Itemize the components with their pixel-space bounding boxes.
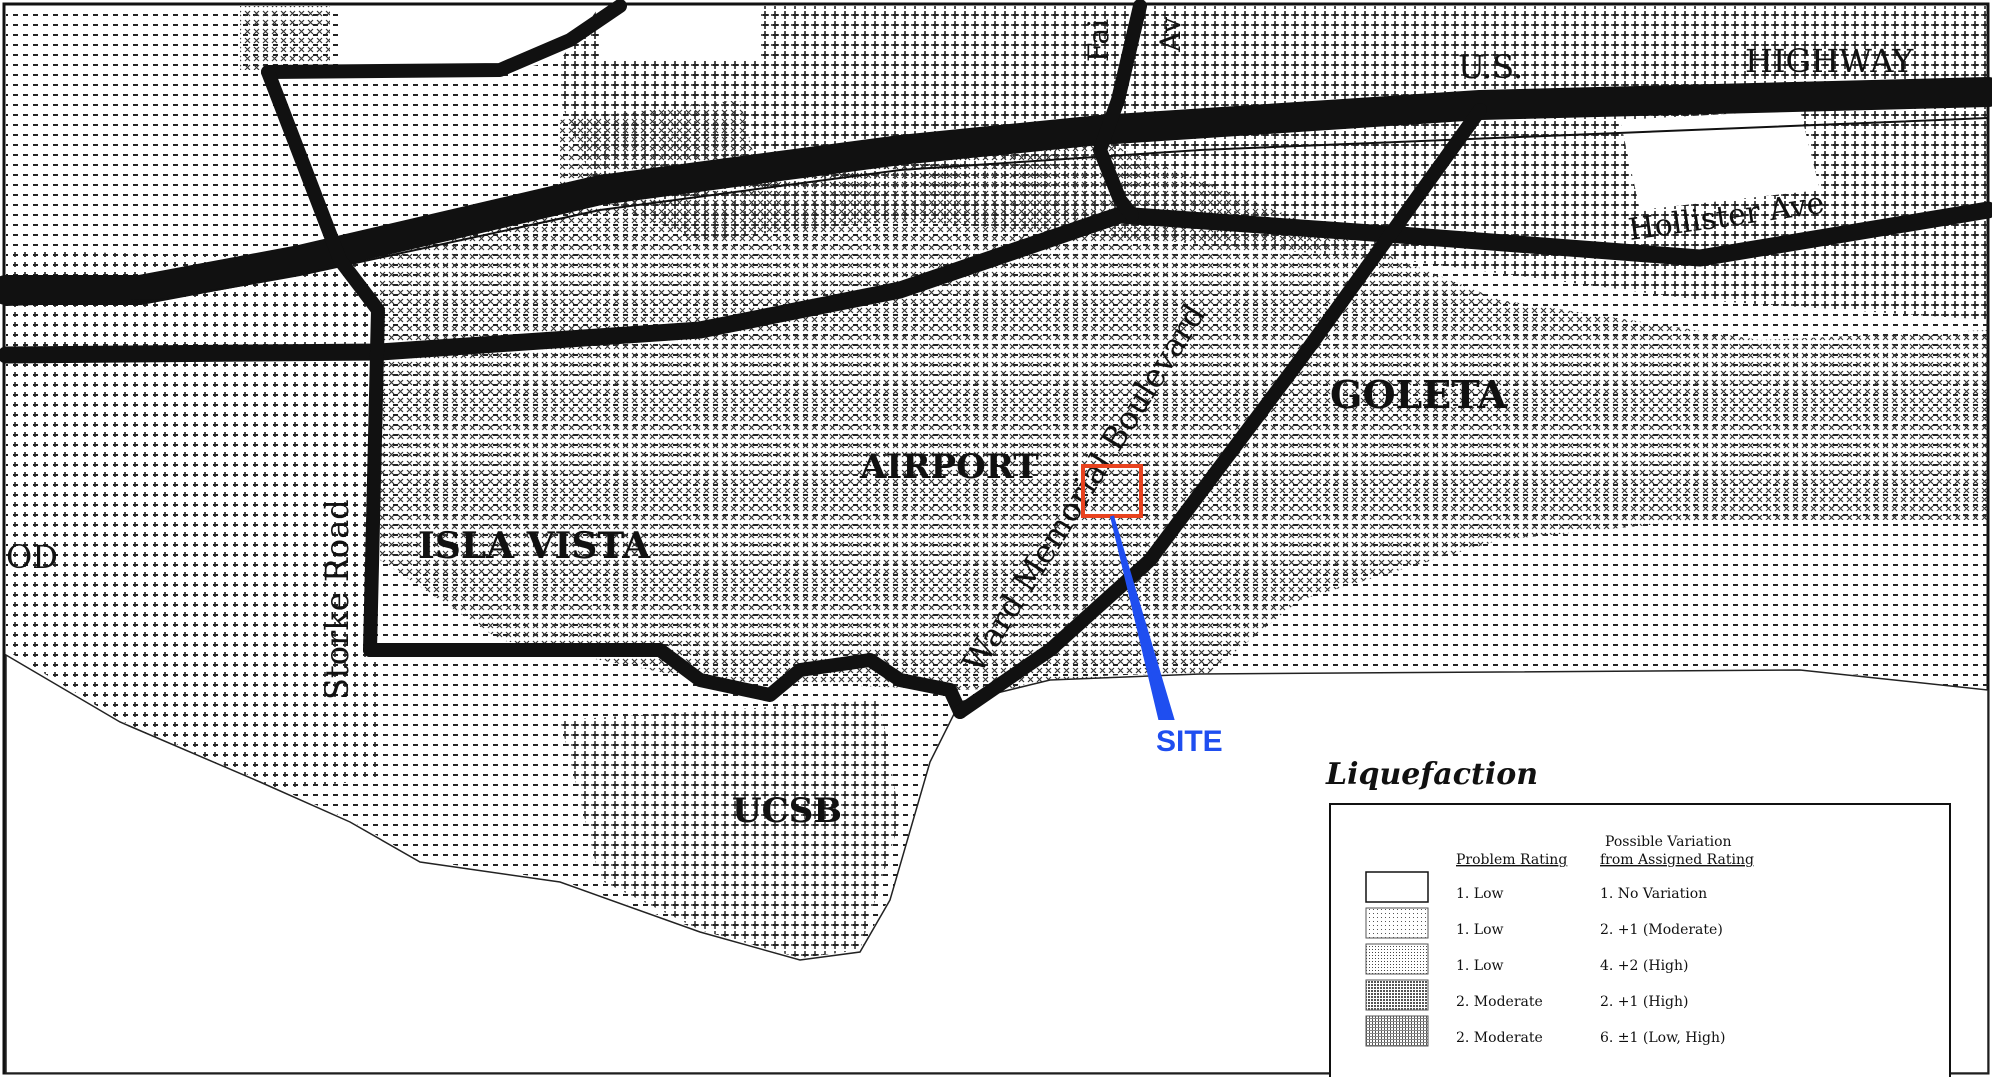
north-loop-road — [261, 0, 627, 79]
legend-swatch-3 — [1365, 943, 1429, 975]
label-goleta: GOLETA — [1330, 372, 1507, 417]
legend-box — [1329, 803, 1951, 1077]
legend-header-problem: Problem Rating — [1456, 852, 1567, 868]
legend-header-variation-2: from Assigned Rating — [1600, 852, 1754, 868]
legend: Liquefaction Problem Rating Possible Var… — [1325, 757, 1951, 1077]
legend-row-3-variation: 4. +2 (High) — [1600, 958, 1688, 974]
legend-swatch-5 — [1365, 1015, 1429, 1047]
label-storke: Storke Road — [318, 499, 356, 700]
legend-row-4-problem: 2. Moderate — [1456, 994, 1543, 1010]
legend-row-2-problem: 1. Low — [1456, 922, 1504, 938]
highway-101 — [0, 77, 1992, 305]
hollister-road — [0, 201, 1992, 364]
legend-header-variation-1: Possible Variation — [1605, 834, 1732, 850]
land-plus-zone — [560, 6, 1988, 320]
legend-row-5-problem: 2. Moderate — [1456, 1030, 1543, 1046]
label-fai: Fai — [1082, 19, 1115, 62]
legend-row-1-variation: 1. No Variation — [1600, 886, 1707, 902]
label-av: Av — [1154, 17, 1187, 53]
roads — [0, 0, 1992, 719]
legend-row-5-variation: 6. ±1 (Low, High) — [1600, 1030, 1725, 1046]
blank-area-north — [600, 6, 760, 60]
land-x-zone-central — [380, 140, 1988, 690]
land-vdots-zone — [6, 250, 380, 790]
ward-memorial-road — [953, 103, 1487, 719]
label-us: U.S. — [1458, 48, 1523, 86]
blank-area-northeast — [1620, 110, 1820, 210]
legend-swatch-4 — [1365, 979, 1429, 1011]
legend-row-3-problem: 1. Low — [1456, 958, 1504, 974]
label-od: OD — [6, 538, 58, 576]
legend-row-2-variation: 2. +1 (Moderate) — [1600, 922, 1723, 938]
label-isla-vista: ISLA VISTA — [418, 525, 651, 567]
site-pointer-line — [1110, 515, 1175, 720]
isla-vista-boundary — [363, 643, 967, 719]
legend-row-4-variation: 2. +1 (High) — [1600, 994, 1688, 1010]
fairview-road — [1093, 0, 1147, 222]
railroad-line — [5, 117, 1989, 306]
label-airport: AIRPORT — [859, 447, 1039, 487]
label-ucsb: UCSB — [732, 791, 842, 831]
legend-title: Liquefaction — [1325, 757, 1538, 792]
legend-row-1-problem: 1. Low — [1456, 886, 1504, 902]
legend-swatch-1 — [1365, 871, 1429, 903]
legend-swatch-2 — [1365, 907, 1429, 939]
site-label: SITE — [1156, 725, 1223, 758]
land-x-zone-north — [240, 6, 760, 220]
storke-road — [261, 65, 385, 657]
land-plus-zone-south — [560, 700, 900, 958]
label-highway: HIGHWAY — [1745, 42, 1914, 80]
